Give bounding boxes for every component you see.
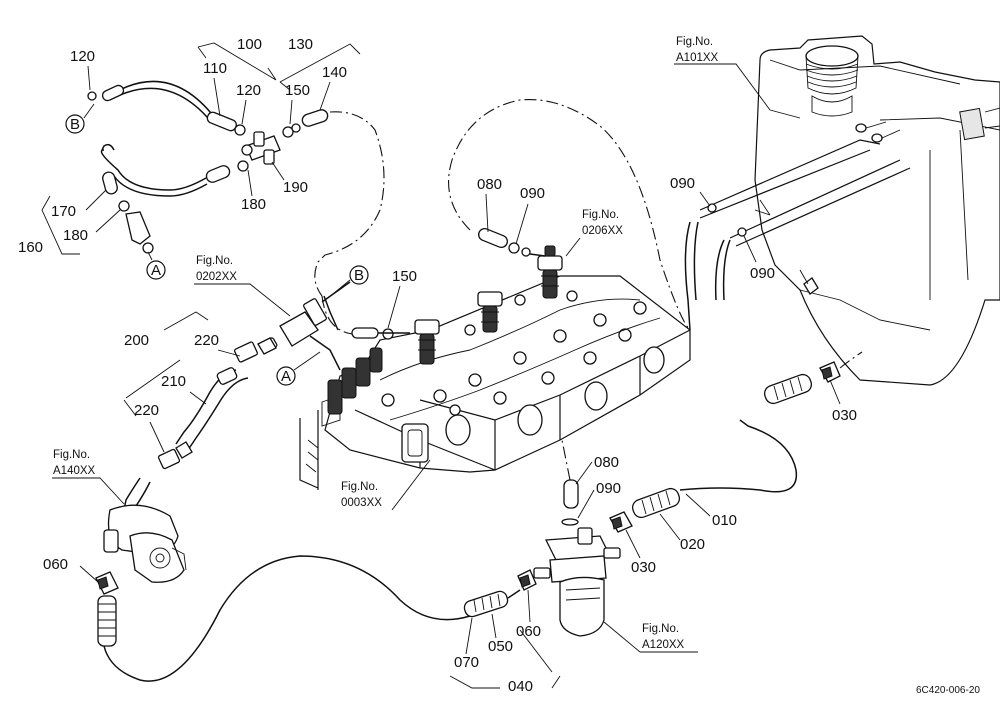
- label-100: 100: [237, 36, 262, 53]
- callout-b-mid: B: [327, 265, 369, 299]
- fig-a120-prefix: Fig.No.: [642, 623, 679, 635]
- return-pipe-assembly: [87, 80, 385, 297]
- fuel-pump-a140: [95, 477, 471, 682]
- label-080-top: 080: [477, 176, 502, 193]
- label-140: 140: [322, 64, 347, 81]
- label-210: 210: [161, 373, 186, 390]
- callout-a-mid: A: [276, 351, 321, 386]
- callout-a-mid-text: A: [281, 368, 291, 385]
- label-120-top: 120: [70, 48, 95, 65]
- drawing-code: 6C420-006-20: [916, 685, 980, 696]
- injector-4: [537, 245, 563, 299]
- fig-ref-0003: Fig.No. 0003XX: [341, 459, 431, 511]
- callout-b-top: B: [65, 103, 95, 134]
- head-bosses: [381, 290, 647, 416]
- label-030-top: 030: [832, 407, 857, 424]
- pipe-200: [157, 337, 277, 470]
- fig-0206-prefix: Fig.No.: [582, 209, 619, 221]
- label-220-top: 220: [194, 332, 219, 349]
- fig-a140-prefix: Fig.No.: [53, 449, 90, 461]
- label-190: 190: [283, 179, 308, 196]
- fuel-filter-a120: [463, 351, 863, 637]
- callout-b-mid-text: B: [354, 267, 364, 284]
- fig-ref-0202: Fig.No. 0202XX: [194, 255, 291, 317]
- fig-ref-a140: Fig.No. A140XX: [52, 449, 125, 505]
- callout-a-top: A: [146, 251, 166, 280]
- label-220-bottom: 220: [134, 402, 159, 419]
- label-130: 130: [288, 36, 313, 53]
- label-080-bottom: 080: [594, 454, 619, 471]
- label-060-left: 060: [43, 556, 68, 573]
- leak-off-hose-080: [448, 98, 691, 331]
- fig-0003-code: 0003XX: [341, 497, 382, 509]
- injector-3: [477, 291, 503, 333]
- callout-b-top-text: B: [70, 116, 80, 133]
- fig-ref-a101: Fig.No. A101XX: [674, 36, 771, 111]
- label-180-left: 180: [63, 227, 88, 244]
- injector-1: [327, 347, 383, 415]
- injectors: [327, 245, 563, 415]
- label-090-top: 090: [520, 185, 545, 202]
- part-labels: 120 110 100 130 120 150 140 190 180 170 …: [18, 36, 857, 695]
- label-090-bottom: 090: [596, 480, 621, 497]
- label-160: 160: [18, 239, 43, 256]
- label-020: 020: [680, 536, 705, 553]
- fuel-joint-0202: [260, 281, 351, 371]
- fig-ref-0206: Fig.No. 0206XX: [565, 209, 623, 257]
- label-030-bottom: 030: [631, 559, 656, 576]
- label-120-mid: 120: [236, 82, 261, 99]
- fig-a101-code: A101XX: [676, 52, 719, 64]
- fig-0206-code: 0206XX: [582, 225, 623, 237]
- hose-clamps-top: [87, 91, 301, 172]
- label-150-top: 150: [285, 82, 310, 99]
- fig-a140-code: A140XX: [53, 465, 96, 477]
- fig-0202-code: 0202XX: [196, 271, 237, 283]
- label-090-tank-left: 090: [670, 175, 695, 192]
- label-180-top: 180: [241, 196, 266, 213]
- fig-0202-prefix: Fig.No.: [196, 255, 233, 267]
- label-040: 040: [508, 678, 533, 695]
- fig-ref-a120: Fig.No. A120XX: [603, 621, 698, 653]
- fuel-tank: [754, 35, 1000, 386]
- fig-0003-prefix: Fig.No.: [341, 481, 378, 493]
- label-150-mid: 150: [392, 268, 417, 285]
- label-050: 050: [488, 638, 513, 655]
- label-110: 110: [203, 60, 227, 77]
- label-170: 170: [51, 203, 76, 220]
- label-010: 010: [712, 512, 737, 529]
- label-200: 200: [124, 332, 149, 349]
- label-090-tank-right: 090: [750, 265, 775, 282]
- label-060-bottom: 060: [516, 623, 541, 640]
- fig-a120-code: A120XX: [642, 639, 685, 651]
- head-ports: [401, 346, 665, 463]
- label-070: 070: [454, 654, 479, 671]
- fig-a101-prefix: Fig.No.: [676, 36, 713, 48]
- tank-outlet-hoses: [684, 139, 911, 331]
- pipe-150: [321, 295, 410, 340]
- callout-a-top-text: A: [151, 262, 161, 279]
- injector-2: [414, 319, 440, 365]
- cylinder-head: [299, 275, 691, 490]
